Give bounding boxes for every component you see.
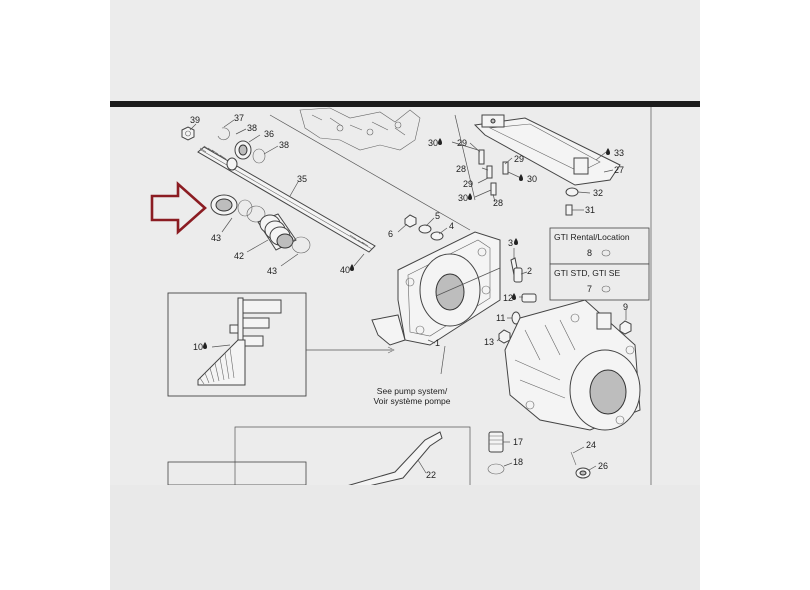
callout-22: 22 bbox=[426, 470, 436, 480]
hose-22 bbox=[348, 431, 443, 489]
callout-4: 4 bbox=[449, 221, 454, 231]
callout-30: 30 bbox=[428, 138, 438, 148]
callout-36: 36 bbox=[264, 129, 274, 139]
callout-26: 26 bbox=[598, 461, 608, 471]
callout-43: 43 bbox=[267, 266, 277, 276]
leader-lines bbox=[189, 119, 627, 474]
callout-18: 18 bbox=[513, 457, 523, 467]
callout-37: 37 bbox=[234, 113, 244, 123]
callout-33: 33 bbox=[614, 148, 624, 158]
callout-39: 39 bbox=[190, 115, 200, 125]
clamp-43-upper bbox=[246, 205, 266, 223]
callout-2: 2 bbox=[527, 266, 532, 276]
callout-3: 3 bbox=[508, 238, 513, 248]
nut-9 bbox=[596, 312, 632, 335]
bolts-29-28 bbox=[478, 149, 509, 196]
variant-legend bbox=[549, 227, 650, 301]
reference-line bbox=[269, 114, 471, 231]
callout-30: 30 bbox=[527, 174, 537, 184]
engine-mount-frame bbox=[299, 107, 421, 151]
nut-13 bbox=[498, 329, 511, 344]
callout-29: 29 bbox=[457, 138, 467, 148]
callout-27: 27 bbox=[614, 165, 624, 175]
callout-40: 40 bbox=[340, 265, 350, 275]
sheet-top-border bbox=[110, 101, 700, 107]
callout-28: 28 bbox=[456, 164, 466, 174]
callout-31: 31 bbox=[585, 205, 595, 215]
screw-31 bbox=[565, 204, 573, 216]
nut-39 bbox=[181, 126, 195, 141]
callout-30: 30 bbox=[458, 193, 468, 203]
callout-5: 5 bbox=[435, 211, 440, 221]
o-ring-38 bbox=[252, 148, 266, 164]
callout-42: 42 bbox=[234, 251, 244, 261]
screw-24 bbox=[570, 451, 577, 466]
washer-4 bbox=[430, 231, 444, 241]
callout-29: 29 bbox=[514, 154, 524, 164]
callout-labels: 39 37 38 36 38 35 43 42 43 40 6 5 4 3 2 … bbox=[190, 113, 630, 480]
screw-5 bbox=[418, 224, 432, 234]
callout-7: 7 bbox=[587, 284, 592, 294]
oil-drop-markers bbox=[203, 138, 610, 349]
jet-pump-body bbox=[504, 299, 641, 431]
note-see-pump-system: See pump system/ bbox=[377, 386, 448, 396]
note-voir-systeme-pompe: Voir système pompe bbox=[373, 396, 450, 406]
bellows-boot-42 bbox=[257, 213, 297, 251]
callout-38: 38 bbox=[279, 140, 289, 150]
callout-12: 12 bbox=[503, 293, 513, 303]
callout-6: 6 bbox=[388, 229, 393, 239]
bracket-27 bbox=[473, 114, 621, 186]
legend-gti-rental: GTI Rental/Location bbox=[554, 232, 630, 242]
reference-line bbox=[454, 114, 476, 201]
washer-32 bbox=[565, 187, 579, 197]
callout-24: 24 bbox=[586, 440, 596, 450]
circlip-37 bbox=[217, 127, 230, 141]
callout-1: 1 bbox=[435, 338, 440, 348]
callout-8: 8 bbox=[587, 248, 592, 258]
callout-13: 13 bbox=[484, 337, 494, 347]
o-ring-18 bbox=[487, 463, 505, 475]
callout-17: 17 bbox=[513, 437, 523, 447]
callout-11: 11 bbox=[496, 313, 505, 323]
callout-38: 38 bbox=[247, 123, 257, 133]
seal-carrier-highlighted bbox=[210, 194, 253, 217]
washer-6 bbox=[404, 214, 417, 228]
lower-frame-outline bbox=[167, 426, 471, 486]
sheet-lower-area bbox=[110, 485, 700, 590]
callout-32: 32 bbox=[593, 188, 603, 198]
drive-shaft-35 bbox=[197, 145, 376, 253]
detail-inset-box bbox=[167, 292, 395, 397]
callout-28: 28 bbox=[493, 198, 503, 208]
bushing-12 bbox=[521, 293, 537, 303]
sleeve-2 bbox=[513, 267, 523, 283]
callout-43: 43 bbox=[211, 233, 221, 243]
callout-35: 35 bbox=[297, 174, 307, 184]
callout-9: 9 bbox=[623, 302, 628, 312]
pump-housing-1 bbox=[371, 231, 501, 346]
callout-29: 29 bbox=[463, 179, 473, 189]
clamp-43-lower bbox=[291, 236, 311, 254]
callout-10: 10 bbox=[193, 342, 203, 352]
plug-17 bbox=[488, 431, 504, 453]
seal-36 bbox=[234, 140, 252, 160]
highlight-arrow bbox=[150, 181, 207, 235]
grommet-26 bbox=[575, 467, 591, 479]
legend-gti-std: GTI STD, GTI SE bbox=[554, 268, 620, 278]
